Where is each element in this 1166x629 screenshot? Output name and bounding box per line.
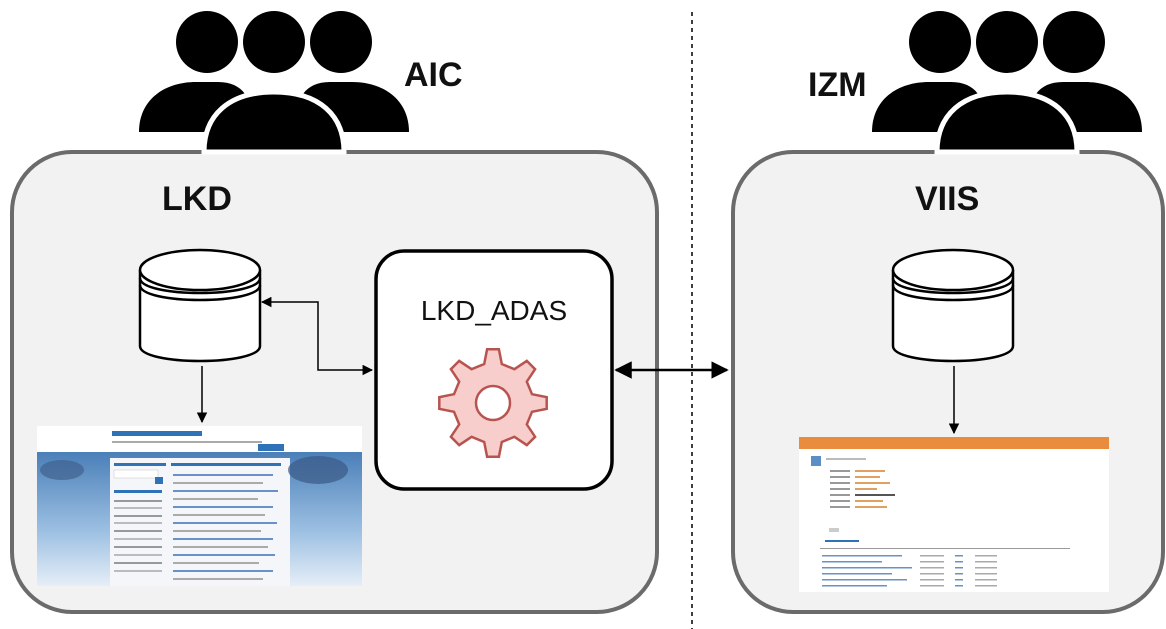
service-title-lkd-adas: LKD_ADAS	[421, 295, 567, 326]
users-icon	[139, 11, 409, 155]
group-label-aic: AIC	[404, 56, 463, 94]
viis-database-icon	[891, 248, 1015, 363]
lkd-webpage-screenshot	[37, 426, 362, 586]
gear-icon	[438, 348, 548, 458]
group-label-izm: IZM	[808, 66, 867, 104]
system-title-lkd: LKD	[162, 180, 232, 218]
lkd-database-icon	[138, 248, 262, 363]
db-to-adas-connector	[260, 296, 374, 376]
users-icon	[872, 11, 1142, 155]
system-title-viis: VIIS	[915, 180, 979, 218]
viis-webpage-screenshot	[799, 437, 1109, 592]
